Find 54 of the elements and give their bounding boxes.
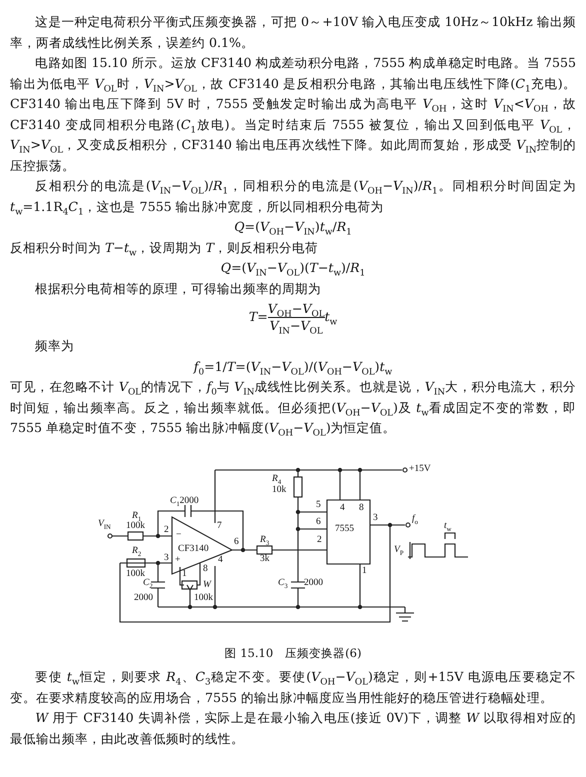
pin-number: 4 bbox=[218, 554, 223, 564]
pin-number: 4 bbox=[340, 502, 345, 512]
pin-number: 6 bbox=[316, 516, 321, 526]
pin-number: 3 bbox=[164, 552, 169, 562]
pin-number: 8 bbox=[203, 564, 208, 574]
component-label: 100k bbox=[194, 592, 213, 602]
component-label: R$_{2}$ bbox=[132, 546, 142, 556]
component-label: 3k bbox=[260, 554, 270, 564]
paragraph: 频率为 bbox=[34, 337, 76, 355]
component-label: + bbox=[175, 554, 180, 564]
equation-part: T= bbox=[248, 308, 268, 326]
pin-number: 8 bbox=[359, 502, 364, 512]
paragraph: 这是一种定电荷积分平衡式压频变换器，可把 0～+10V 输入电压变成 10Hz～10kHz 输出频率，两者成线性比例关系，误差约 0.1%。 bbox=[10, 13, 576, 52]
pin-number: 5 bbox=[316, 500, 321, 510]
component-label: C$_{2}$ bbox=[143, 578, 153, 588]
pin-number: 1 bbox=[362, 566, 367, 576]
component-label: V$_{P}$ bbox=[394, 544, 404, 554]
component-label: 100k bbox=[126, 520, 145, 530]
component-label: R$_{1}$ bbox=[132, 510, 142, 520]
paragraph: 电路如图 15.10 所示。运放 CF3140 构成差动积分电路，7555 构成单稳定时电路。当 7555 输出为低电平 V$_{OL}$时，V$_{IN}$>V$_{OL}$，故 CF3140 是反相积分电路，其输出电压线性下降(C$_{1}$充电)。CF3140 输出电压下降到 5V 时，7555 受触发定时输出成为高电平 V$_{OH}$，这时 V$_{IN}$<V$_{OH}$，故 CF3140 变成同相积分电路(C$_{1}$放电)。当定时结束后 7555 被复位，输出又回到低电平 V$_{OL}$，V$_{IN}$>V$_{OL}$，又变成反相积分，CF3140 输出电压再次线性下降。如此周而复始，形成受 V$_{IN}$控制的压控振荡。 bbox=[10, 54, 576, 174]
component-label: V$_{IN}$ bbox=[98, 518, 111, 528]
equation-part: t$_{w}$ bbox=[324, 308, 338, 328]
component-label: C$_{3}$ bbox=[278, 578, 288, 588]
component-label: R$_{3}$ bbox=[260, 534, 270, 544]
component-label: f$_{o}$ bbox=[412, 514, 418, 524]
fraction-numerator: V$_{OH}$−V$_{OL}$ bbox=[268, 301, 325, 318]
figure-caption: 图 15.10 压频变换器(6) bbox=[224, 644, 362, 662]
pin-number: 7 bbox=[217, 520, 222, 530]
component-label: t$_{w}$ bbox=[444, 520, 452, 530]
paragraph: 要使 t$_{w}$恒定，则要求 R$_{4}$、C$_{3}$稳定不变。要使(V$_{OH}$−V$_{OL}$)稳定，则+15V 电源电压要稳定不变。在要求精度较高的应用场合，7555 的输出脉冲幅度应当用性能好的稳压管进行稳幅处理。 bbox=[10, 668, 576, 706]
component-label: 2000 bbox=[134, 592, 153, 602]
equation: Q=(V$_{IN}$−V$_{OL}$)(T−t$_{w}$)/R$_{1}$ bbox=[220, 259, 366, 278]
component-label: +15V bbox=[409, 464, 431, 474]
component-label: 2000 bbox=[304, 578, 323, 588]
fraction-denominator: V$_{IN}$−V$_{OL}$ bbox=[270, 318, 323, 334]
component-label: 10k bbox=[272, 484, 286, 494]
component-label: − bbox=[176, 530, 182, 540]
paragraph: W 用于 CF3140 失调补偿，实际上是在最小输入电压(接近 0V)下，调整 W 以取得相对应的最低输出频率，由此改善低频时的线性。 bbox=[10, 709, 576, 748]
paragraph: 可见，在忽略不计 V$_{OL}$的情况下，f$_{0}$与 V$_{IN}$成线性比例关系。也就是说，V$_{IN}$大，积分电流大，积分时间短，输出频率高。反之，输出频率就低。但必须把(V$_{OH}$−V$_{OL}$)及 t$_{w}$看成固定不变的常数，即 7555 单稳定时值不变，7555 输出脉冲幅度(V$_{OH}$−V$_{OL}$)为恒定值。 bbox=[10, 378, 576, 438]
equation: Q=(V$_{OH}$−V$_{IN}$)t$_{w}$/R$_{1}$ bbox=[233, 218, 353, 238]
pin-number: 2 bbox=[317, 534, 322, 544]
pin-number: 6 bbox=[234, 536, 239, 546]
pin-number: 2 bbox=[164, 524, 169, 534]
paragraph: 反相积分时间为 T−t$_{w}$，设周期为 T，则反相积分电荷 bbox=[10, 238, 320, 258]
pin-number: 1 bbox=[182, 568, 187, 578]
component-label: R$_{4}$ bbox=[272, 474, 282, 484]
component-label: W bbox=[203, 580, 211, 590]
component-label: 7555 bbox=[335, 524, 354, 534]
component-label: 100k bbox=[126, 568, 145, 578]
paragraph: 根据积分电荷相等的原理，可得输出频率的周期为 bbox=[34, 280, 322, 298]
component-label: CF3140 bbox=[178, 544, 209, 554]
pin-number: 3 bbox=[373, 512, 378, 522]
component-label: C$_{1}$2000 bbox=[170, 496, 199, 506]
equation: f$_{0}$=1/T=(V$_{IN}$−V$_{OL}$)/(V$_{OH}$−V$_{OL}$)t$_{w}$ bbox=[192, 358, 394, 377]
